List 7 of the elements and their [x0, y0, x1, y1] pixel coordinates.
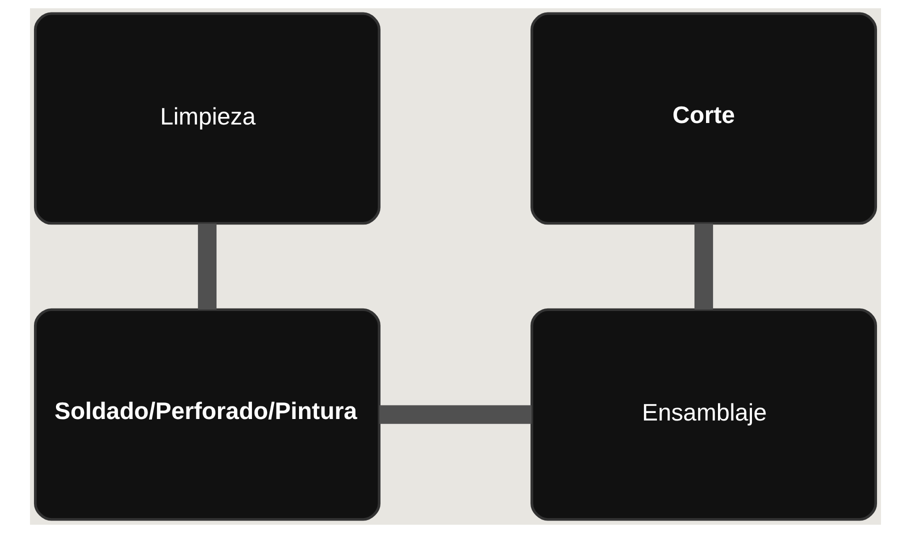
node-box: Corte	[530, 12, 877, 225]
node-box: Limpieza	[33, 12, 380, 225]
node-box: Soldado/Perforado/Pintura	[33, 308, 380, 521]
connector	[694, 224, 713, 310]
connector	[378, 405, 531, 424]
connector	[197, 224, 216, 310]
node-box: Ensamblaje	[530, 308, 877, 521]
